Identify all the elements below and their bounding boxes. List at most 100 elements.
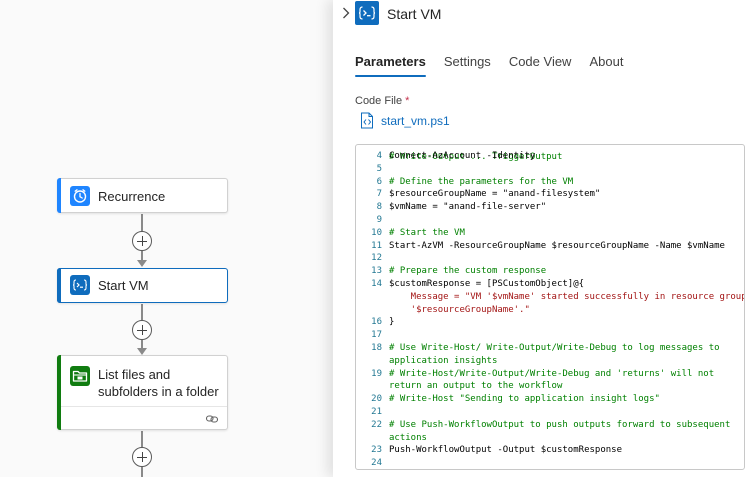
link-icon <box>205 412 219 426</box>
line-number: 11 <box>371 240 382 251</box>
code-editor[interactable]: # Write-Output ... TriggerOutput 4 Connec… <box>355 144 745 470</box>
code-file-label: Code File * <box>355 95 409 107</box>
code-file-label-text: Code File <box>355 95 403 107</box>
line-number: 20 <box>371 394 382 405</box>
code-text: application insights <box>389 355 498 366</box>
line-number: 5 <box>376 163 382 174</box>
folder-icon <box>70 366 90 386</box>
code-text: actions <box>389 432 427 443</box>
tab-code-view[interactable]: Code View <box>508 54 572 69</box>
clock-icon <box>70 186 90 206</box>
connector-arrow <box>137 348 147 355</box>
card-accent <box>57 355 61 430</box>
chevron-right-icon[interactable] <box>340 6 352 20</box>
code-line: 10 # Start the VM <box>356 227 744 240</box>
code-text: # Write-Host "Sending to application ins… <box>389 394 660 405</box>
code-line: 11 Start-AzVM -ResourceGroupName $resourc… <box>356 240 744 253</box>
code-text: # Define the parameters for the VM <box>389 176 574 187</box>
code-line: 4 Connect-AzAccount -Identity <box>356 150 744 163</box>
code-line: 18 # Use Write-Host/ Write-Output/Write-D… <box>356 342 744 355</box>
powershell-icon <box>355 1 379 25</box>
line-number: 22 <box>371 419 382 430</box>
code-line: 14 $customResponse = [PSCustomObject]@{ <box>356 278 744 291</box>
line-number: 7 <box>376 189 382 200</box>
line-number: 21 <box>371 407 382 417</box>
code-line: 9 <box>356 214 744 227</box>
line-number: 10 <box>371 227 382 238</box>
code-text: Push-WorkflowOutput -Output $customRespo… <box>389 445 622 456</box>
code-line: 17 <box>356 329 744 342</box>
code-line: # Write-Output ... TriggerOutput <box>356 145 744 162</box>
line-number: 9 <box>376 215 382 225</box>
line-number: 19 <box>371 368 382 379</box>
code-text: # Write-Host/Write-Output/Write-Debug an… <box>389 368 715 379</box>
code-text: Start-AzVM -ResourceGroupName $resourceG… <box>389 240 725 251</box>
code-file-link[interactable]: start_vm.ps1 <box>381 114 450 128</box>
code-text: # Use Write-Host/ Write-Output/Write-Deb… <box>389 343 720 353</box>
code-line: 8 $vmName = "anand-file-server" <box>356 201 744 214</box>
connector-line <box>141 251 143 261</box>
tab-parameters[interactable]: Parameters <box>355 54 426 77</box>
code-text: # Prepare the custom response <box>389 266 547 277</box>
step-label: List files and subfolders in a folder <box>98 367 219 399</box>
line-number: 17 <box>371 330 382 341</box>
code-line: 24 <box>356 457 744 469</box>
code-line: 6 # Define the parameters for the VM <box>356 176 744 189</box>
code-line: application insights <box>356 355 744 368</box>
code-text: $vmName = "anand-file-server" <box>389 202 547 213</box>
code-text: $resourceGroupName = "anand-filesystem" <box>389 189 601 200</box>
code-line: actions <box>356 432 744 445</box>
code-text: $customResponse = [PSCustomObject]@{ <box>389 279 585 289</box>
connector-line <box>141 340 143 349</box>
step-card-start-vm[interactable]: Start VM <box>57 268 228 303</box>
code-line: 23 Push-WorkflowOutput -Output $customRes… <box>356 444 744 457</box>
required-marker: * <box>405 95 410 107</box>
code-text: Connect-AzAccount -Identity <box>389 151 536 161</box>
code-line: 13 # Prepare the custom response <box>356 265 744 278</box>
add-step-button[interactable] <box>132 231 152 251</box>
line-number: 18 <box>371 343 382 353</box>
connector-line <box>141 467 143 477</box>
code-text: '$resourceGroupName'." <box>389 304 530 315</box>
code-line: 5 <box>356 163 744 176</box>
step-label: Recurrence <box>98 189 166 204</box>
line-number: 16 <box>371 317 382 328</box>
line-number: 24 <box>371 458 382 469</box>
line-number: 23 <box>371 445 382 456</box>
code-line: 12 <box>356 252 744 265</box>
card-divider <box>61 406 227 407</box>
code-line: 16} <box>356 316 744 329</box>
line-number: 14 <box>371 279 382 289</box>
panel-title: Start VM <box>387 6 442 22</box>
code-text: # Write-Output ... TriggerOutput <box>389 151 563 162</box>
code-text: # Start the VM <box>389 227 465 238</box>
tab-about[interactable]: About <box>589 54 624 69</box>
code-line: 20 # Write-Host "Sending to application i… <box>356 393 744 406</box>
code-text: Message = "VM '$vmName' started successf… <box>389 291 745 302</box>
connector-line <box>141 214 143 232</box>
code-line: '$resourceGroupName'." <box>356 304 744 317</box>
step-card-list-files[interactable]: List files and subfolders in a folder <box>57 355 228 430</box>
line-number: 6 <box>376 176 382 187</box>
line-number: 13 <box>371 266 382 277</box>
code-line: 21 <box>356 406 744 419</box>
add-step-button[interactable] <box>132 447 152 467</box>
connector-line <box>141 431 143 448</box>
code-line: 19 # Write-Host/Write-Output/Write-Debug … <box>356 368 744 381</box>
code-line: Message = "VM '$vmName' started successf… <box>356 291 744 304</box>
step-card-recurrence[interactable]: Recurrence <box>57 178 228 213</box>
code-text: # Use Push-WorkflowOutput to push output… <box>389 419 731 430</box>
line-number: 4 <box>376 151 382 161</box>
code-text: } <box>389 317 395 328</box>
details-panel: Start VM Parameters Settings Code View A… <box>333 0 750 477</box>
connector-arrow <box>137 260 147 267</box>
line-number: 8 <box>376 202 382 213</box>
card-accent <box>57 268 61 303</box>
powershell-icon <box>70 275 90 295</box>
code-line: 22 # Use Push-WorkflowOutput to push outp… <box>356 419 744 432</box>
tab-bar: Parameters Settings Code View About <box>355 54 641 77</box>
step-label: Start VM <box>98 278 149 293</box>
add-step-button[interactable] <box>132 320 152 340</box>
tab-settings[interactable]: Settings <box>443 54 491 69</box>
code-line: 7 $resourceGroupName = "anand-filesystem" <box>356 188 744 201</box>
